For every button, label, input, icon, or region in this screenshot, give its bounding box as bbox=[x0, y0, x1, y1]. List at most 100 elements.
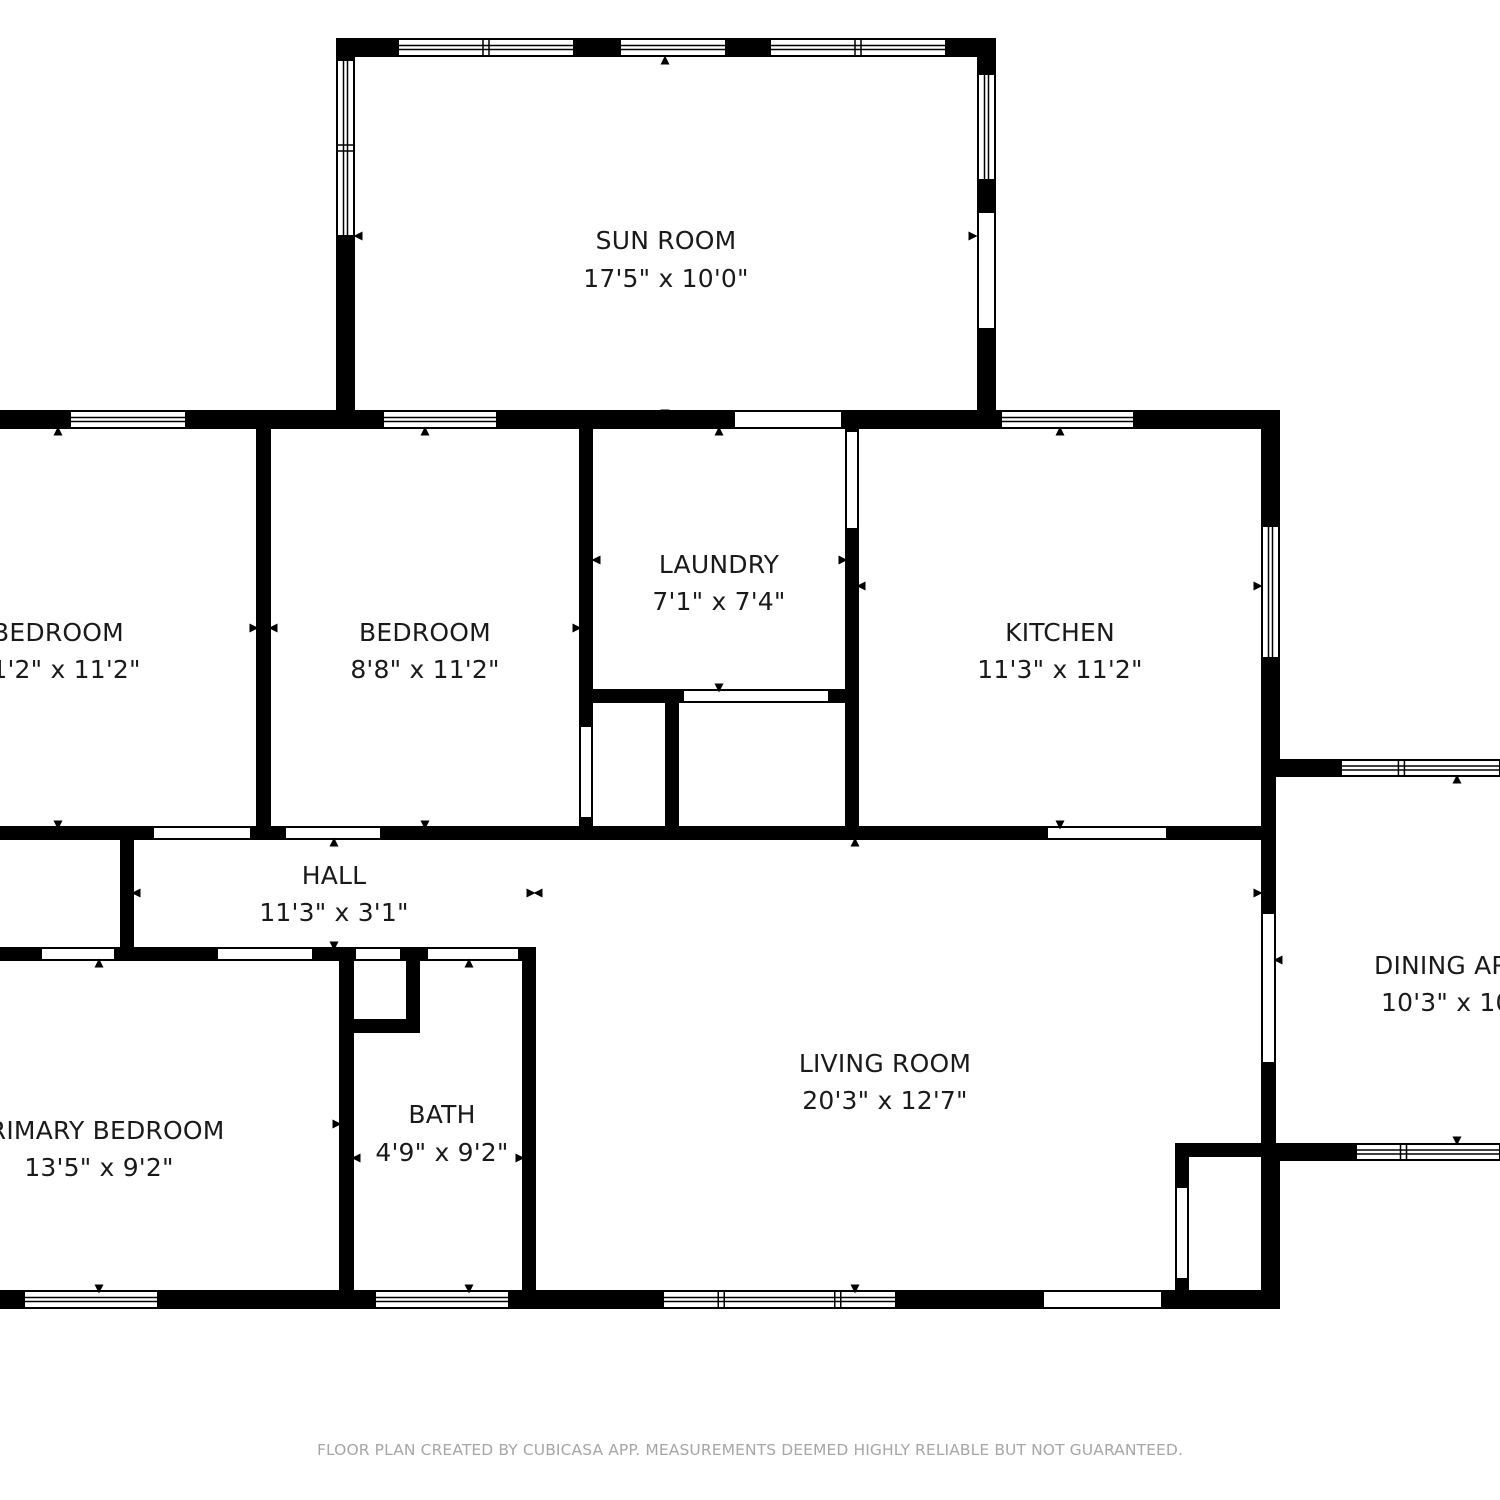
dimension-marker bbox=[464, 1284, 474, 1294]
dimension-marker bbox=[94, 958, 104, 968]
walls bbox=[0, 38, 1500, 1309]
window-frame bbox=[1340, 759, 1500, 777]
wall-main-top bbox=[0, 410, 1280, 429]
window bbox=[1355, 1143, 1500, 1161]
window-frame bbox=[977, 73, 996, 181]
room-dims-laundry: 7'1" x 7'4" bbox=[652, 587, 785, 616]
dimension-marker bbox=[53, 820, 63, 830]
room-dims-living-room: 20'3" x 12'7" bbox=[802, 1086, 967, 1115]
dimension-marker bbox=[660, 55, 670, 65]
opening-front-door bbox=[1044, 1292, 1161, 1307]
dimension-marker bbox=[1452, 1136, 1462, 1146]
room-name-sun-room: SUN ROOM bbox=[596, 226, 737, 255]
room-name-living-room: LIVING ROOM bbox=[799, 1049, 971, 1078]
wall-laundry-closet-mid bbox=[665, 689, 679, 833]
window-frame bbox=[619, 38, 727, 57]
room-name-bedroom-left: BEDROOM bbox=[0, 618, 124, 647]
dimension-markers bbox=[53, 55, 1462, 1294]
opening-bath-closet bbox=[356, 949, 400, 959]
opening-bedroom-left-door bbox=[154, 828, 250, 838]
dimension-marker bbox=[53, 426, 63, 436]
dimension-marker bbox=[131, 888, 141, 898]
wall-bath-living bbox=[522, 947, 536, 1309]
window bbox=[23, 1290, 159, 1309]
dimension-marker bbox=[351, 1153, 361, 1163]
opening-bedroom-middle-door bbox=[286, 828, 380, 838]
window-frame bbox=[382, 410, 498, 429]
dimension-marker bbox=[714, 426, 724, 436]
opening-living-dining bbox=[1263, 914, 1274, 1062]
wall-closet-top bbox=[1175, 1143, 1280, 1157]
dimension-marker bbox=[572, 623, 582, 633]
opening-closet-door bbox=[1177, 1188, 1187, 1278]
dimension-marker bbox=[1253, 888, 1263, 898]
room-labels: SUN ROOM 17'5" x 10'0" BEDROOM 11'2" x 1… bbox=[0, 226, 1500, 1182]
dimension-marker bbox=[515, 1153, 525, 1163]
room-dims-bath: 4'9" x 9'2" bbox=[375, 1138, 508, 1167]
opening-laundry-closet bbox=[684, 691, 828, 701]
dimension-marker bbox=[464, 958, 474, 968]
room-dims-dining-area: 10'3" x 10'0" bbox=[1381, 988, 1500, 1017]
dimension-marker bbox=[533, 888, 543, 898]
window bbox=[1000, 410, 1135, 429]
dimension-marker bbox=[1055, 820, 1065, 830]
wall-bedroom-divider bbox=[256, 429, 271, 833]
dimension-marker bbox=[591, 555, 601, 565]
wall-laundry-kitchen bbox=[845, 429, 859, 833]
dimension-marker bbox=[714, 683, 724, 693]
window bbox=[374, 1290, 510, 1309]
dimension-marker bbox=[329, 941, 339, 951]
dimension-marker bbox=[526, 888, 536, 898]
window-frame bbox=[769, 38, 947, 57]
room-dims-kitchen: 11'3" x 11'2" bbox=[977, 655, 1142, 684]
wall-bath-closet-right bbox=[406, 947, 420, 1033]
dimension-marker bbox=[332, 1119, 342, 1129]
window-frame bbox=[23, 1290, 159, 1309]
window-frame bbox=[1261, 525, 1280, 659]
window-frame bbox=[336, 59, 355, 237]
dimension-marker bbox=[1452, 774, 1462, 784]
room-name-dining-area: DINING AREA bbox=[1374, 951, 1500, 980]
dimension-marker bbox=[1273, 955, 1283, 965]
dimension-marker bbox=[856, 581, 866, 591]
opening-primary-closet bbox=[42, 949, 114, 959]
dimension-marker bbox=[660, 409, 670, 419]
dimension-marker bbox=[838, 555, 848, 565]
room-name-primary-bedroom: PRIMARY BEDROOM bbox=[0, 1116, 224, 1145]
opening-laundry-top bbox=[735, 412, 841, 427]
wall-main-bottom bbox=[0, 1290, 1280, 1309]
window bbox=[336, 59, 355, 237]
window-frame bbox=[397, 38, 575, 57]
opening-primary-door bbox=[218, 949, 312, 959]
wall-primary-bath bbox=[339, 947, 354, 1309]
dimension-marker bbox=[249, 623, 259, 633]
room-name-bedroom-middle: BEDROOM bbox=[359, 618, 491, 647]
window bbox=[1261, 525, 1280, 659]
dimension-marker bbox=[850, 1284, 860, 1294]
windows bbox=[23, 38, 1500, 1309]
dimension-marker bbox=[968, 231, 978, 241]
dimension-marker bbox=[268, 623, 278, 633]
dimension-marker bbox=[420, 426, 430, 436]
dimension-marker bbox=[1253, 581, 1263, 591]
door-openings bbox=[42, 213, 1274, 1307]
window-frame bbox=[69, 410, 187, 429]
window-frame bbox=[374, 1290, 510, 1309]
opening-laundry-right bbox=[847, 432, 857, 528]
opening-bath-door bbox=[428, 949, 518, 959]
room-dims-hall: 11'3" x 3'1" bbox=[259, 898, 408, 927]
room-dims-bedroom-left: 11'2" x 11'2" bbox=[0, 655, 141, 684]
wall-bath-closet-bottom bbox=[339, 1019, 420, 1033]
window bbox=[619, 38, 727, 57]
window bbox=[382, 410, 498, 429]
dimension-marker bbox=[329, 837, 339, 847]
dimension-marker bbox=[850, 837, 860, 847]
window-frame bbox=[1355, 1143, 1500, 1161]
window bbox=[662, 1290, 897, 1309]
opening-bedroom-middle-closet bbox=[581, 727, 591, 817]
disclaimer-text: FLOOR PLAN CREATED BY CUBICASA APP. MEAS… bbox=[317, 1441, 1183, 1459]
opening-sunroom-right bbox=[979, 213, 994, 328]
window bbox=[397, 38, 575, 57]
window-frame bbox=[1000, 410, 1135, 429]
